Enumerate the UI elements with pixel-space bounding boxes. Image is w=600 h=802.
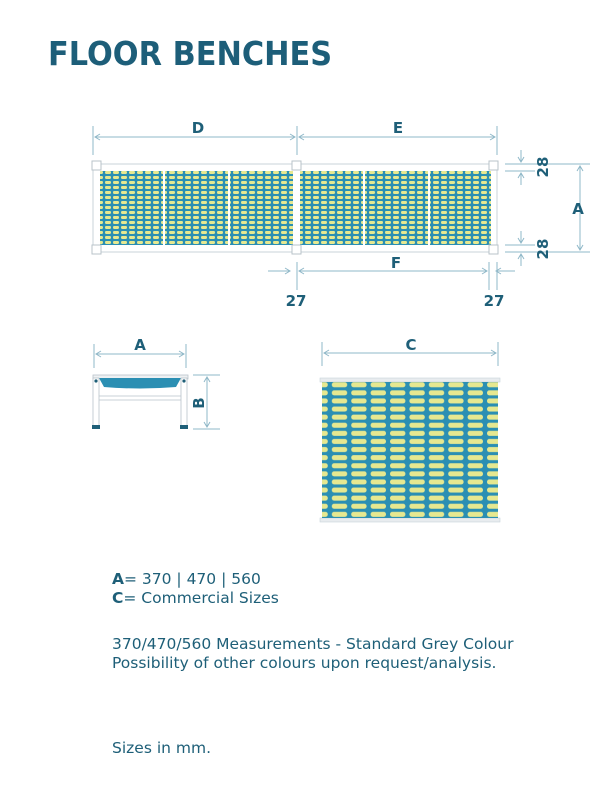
legend: A= 370 | 470 | 560 C= Commercial Sizes xyxy=(112,570,279,608)
top-view-bench xyxy=(91,160,499,255)
grate-panel-5 xyxy=(365,171,428,245)
legend-c-row: C= Commercial Sizes xyxy=(112,589,279,608)
notes-line-2: Possibility of other colours upon reques… xyxy=(112,654,497,672)
label-28-top: 28 xyxy=(534,157,552,178)
sizes-note: Sizes in mm. xyxy=(112,739,212,757)
label-27-left: 27 xyxy=(286,292,307,310)
legend-a-value: = 370 | 470 | 560 xyxy=(124,570,261,588)
label-a-bottom: A xyxy=(134,336,146,354)
legend-c-value: = Commercial Sizes xyxy=(123,589,279,607)
legend-a-row: A= 370 | 470 | 560 xyxy=(112,570,279,589)
legend-c-key: C xyxy=(112,589,124,607)
grate-detail xyxy=(319,342,501,523)
label-28-bottom: 28 xyxy=(534,239,552,260)
label-d: D xyxy=(192,119,204,137)
dimension-lines-top xyxy=(92,126,590,290)
side-view-bench xyxy=(92,344,220,430)
legend-a-key: A xyxy=(112,570,124,588)
grate-panel-6 xyxy=(430,171,491,245)
notes: 370/470/560 Measurements - Standard Grey… xyxy=(112,635,513,673)
label-c: C xyxy=(405,336,416,354)
notes-line-1: 370/470/560 Measurements - Standard Grey… xyxy=(112,635,514,653)
label-e: E xyxy=(393,119,403,137)
label-a-side: A xyxy=(572,200,584,218)
label-27-right: 27 xyxy=(484,292,505,310)
grate-panel-2 xyxy=(165,171,228,245)
page-title: FLOOR BENCHES xyxy=(48,34,333,73)
label-b: B xyxy=(190,397,208,408)
grate-panel-1 xyxy=(100,171,163,245)
label-f: F xyxy=(391,254,401,272)
grate-panel-3 xyxy=(230,171,293,245)
grate-panel-4 xyxy=(300,171,363,245)
